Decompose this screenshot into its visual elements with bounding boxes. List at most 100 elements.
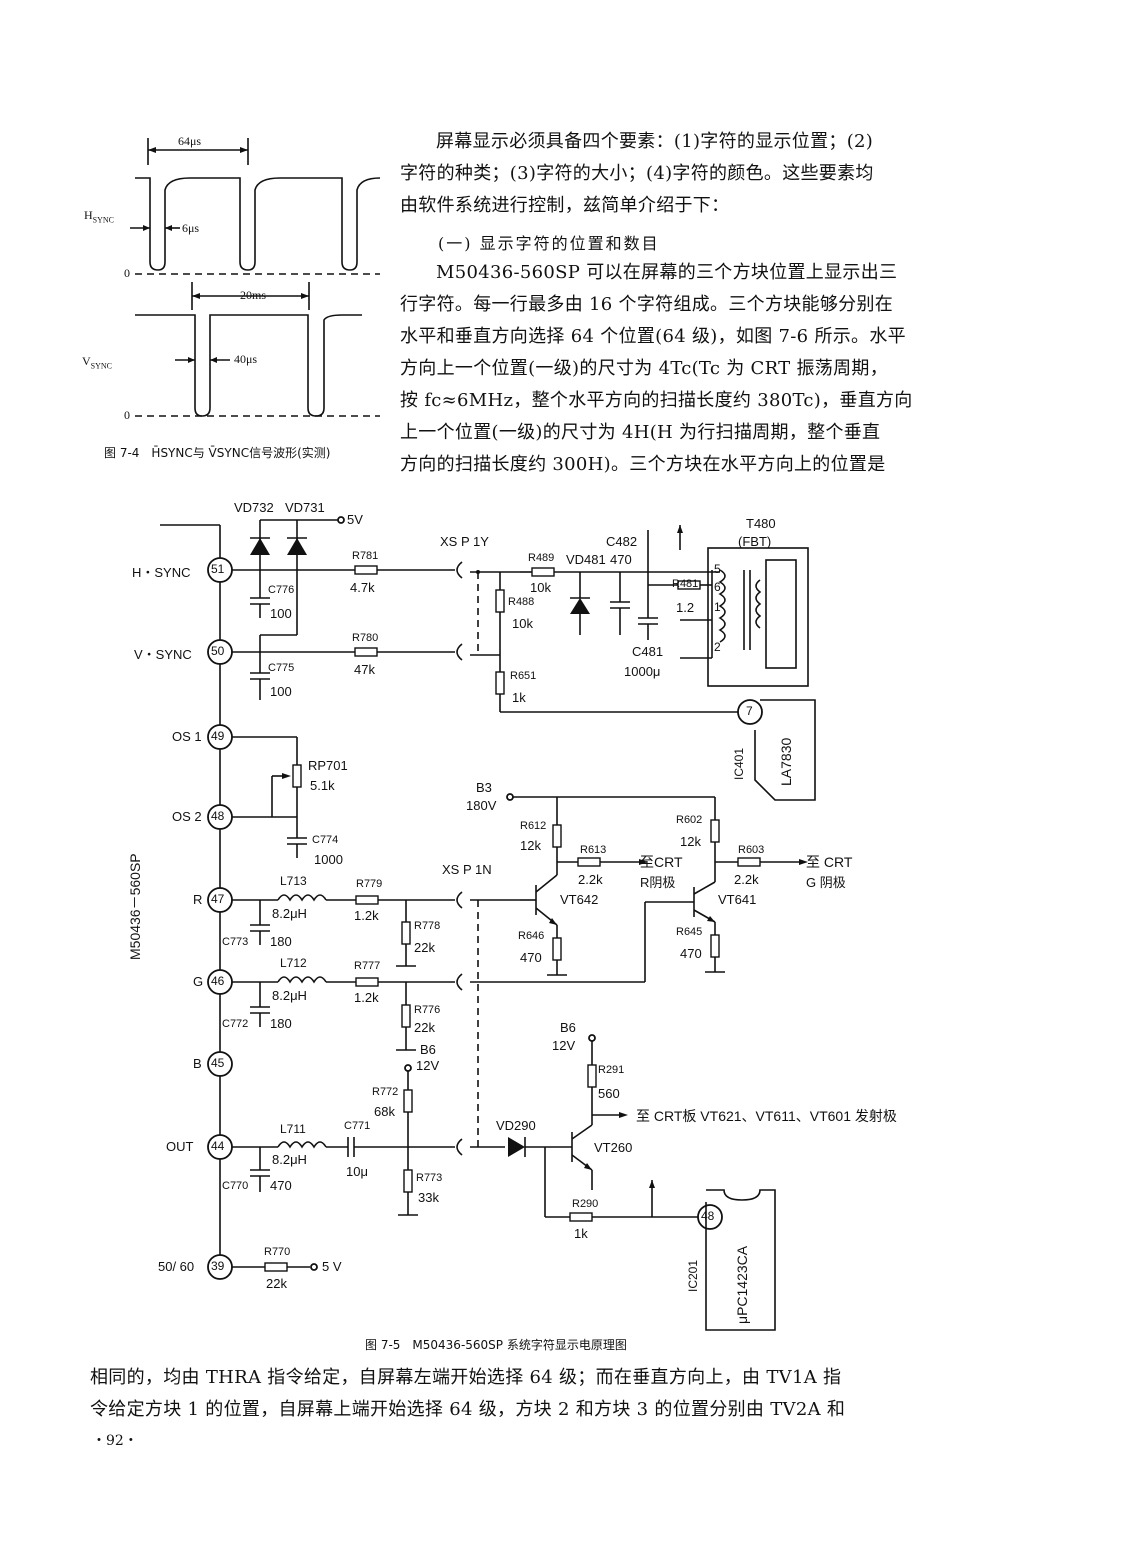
label-r779: R779: [356, 878, 383, 890]
para3-line: 相同的，均由 THRA 指令给定，自屏幕左端开始选择 64 级；而在垂直方向上，…: [90, 1367, 842, 1388]
label-r651: R651: [510, 670, 537, 682]
label-r777-value: 1.2k: [354, 990, 379, 1005]
fbt-pin-6: 6: [714, 580, 721, 594]
label-to-crt-g: 至 CRT: [806, 854, 853, 870]
period-h-label: 64μs: [178, 134, 202, 148]
para1-line: 屏幕显示必须具备四个要素：(1)字符的显示位置；(2): [436, 131, 874, 152]
label-r481-value: 1.2: [676, 600, 695, 615]
inductor-l713: [277, 894, 327, 902]
label-to-crt-r-cathode: R阴极: [640, 875, 676, 890]
para2-line: 方向的扫描长度约 300H)。三个方块在水平方向上的位置是: [400, 454, 886, 475]
label-l713-value: 8.2μH: [272, 906, 307, 921]
upc1423-pin-48: [697, 1204, 723, 1230]
label-vd481: VD481: [566, 552, 606, 567]
pin-label-r: R: [193, 892, 203, 907]
section-heading: (一) 显示字符的位置和数目: [438, 234, 660, 253]
label-r781-value: 4.7k: [350, 580, 375, 595]
label-r645: R645: [676, 926, 703, 938]
pin-number-44: 44: [211, 1139, 225, 1153]
label-r489-value: 10k: [530, 580, 551, 595]
label-rp701-value: 5.1k: [310, 778, 335, 793]
para1-line: 字符的种类；(3)字符的大小；(4)字符的颜色。这些要素均: [400, 163, 874, 184]
label-r770: R770: [264, 1246, 291, 1258]
label-5v-bottom: 5 V: [322, 1259, 342, 1274]
period-v-label: 20ms: [240, 288, 267, 302]
pulse-v-label: 40μs: [234, 352, 258, 366]
circuit-labels: H・SYNC 51 V・SYNC 50 OS 1 49 OS 2 48 R 47…: [0, 490, 1122, 1340]
ic-name-label: M50436－560SP: [127, 853, 143, 960]
label-c773: C773: [222, 936, 249, 948]
pin-number-50: 50: [211, 644, 225, 658]
label-c482: C482: [606, 534, 638, 549]
hsync-label: HSYNC: [84, 208, 115, 225]
paragraph-2: M50436-560SP 可以在屏幕的三个方块位置上显示出三 行字符。每一行最多…: [400, 257, 980, 481]
label-5v-top: 5V: [347, 512, 363, 527]
label-r291: R291: [598, 1064, 625, 1076]
label-r772: R772: [372, 1086, 399, 1098]
zero-v-label: 0: [124, 408, 130, 422]
label-rp701: RP701: [308, 758, 348, 773]
label-r646: R646: [518, 930, 545, 942]
label-vd731: VD731: [285, 500, 325, 515]
label-r613-value: 2.2k: [578, 872, 603, 887]
label-r779-value: 1.2k: [354, 908, 379, 923]
para2-line: M50436-560SP 可以在屏幕的三个方块位置上显示出三: [436, 262, 898, 283]
pin-label-h-sync: H・SYNC: [132, 565, 191, 580]
hsync-waveform: [135, 177, 381, 271]
figure-7-5-caption: 图 7-5 M50436-560SP 系统字符显示电原理图: [365, 1338, 627, 1352]
label-to-crt-r: 至CRT: [640, 854, 683, 870]
label-r603-value: 2.2k: [734, 872, 759, 887]
label-r291-value: 560: [598, 1086, 620, 1101]
diode-vd290: [508, 1137, 525, 1157]
label-r776-value: 22k: [414, 1020, 435, 1035]
para1-line: 由软件系统进行控制，兹简单介绍于下：: [400, 195, 730, 216]
label-vd732: VD732: [234, 500, 274, 515]
label-r645-value: 470: [680, 946, 702, 961]
label-r780: R780: [352, 632, 379, 644]
diode-vd731: [287, 538, 307, 555]
label-r488-value: 10k: [512, 616, 533, 631]
label-vt641: VT641: [718, 892, 757, 907]
label-c481: C481: [632, 644, 664, 659]
label-b6-b-voltage: 12V: [552, 1038, 576, 1053]
label-r778-value: 22k: [414, 940, 435, 955]
label-r773-value: 33k: [418, 1190, 439, 1205]
label-c775-value: 100: [270, 684, 292, 699]
label-r777: R777: [354, 960, 381, 972]
vsync-label: VSYNC: [82, 354, 113, 371]
para3-line: 令给定方块 1 的位置，自屏幕上端开始选择 64 级，方块 2 和方块 3 的位…: [90, 1399, 846, 1420]
fbt-pin-2: 2: [714, 640, 721, 654]
inductor-l711: [277, 1141, 327, 1149]
ic-upc1423ca: [705, 1189, 776, 1331]
label-c482-value: 470: [610, 552, 632, 567]
label-b3: B3: [476, 780, 492, 795]
label-c771-value: 10μ: [346, 1164, 368, 1179]
pin-label-os1: OS 1: [172, 729, 202, 744]
label-b6-a: B6: [420, 1042, 436, 1057]
label-r481: R481: [672, 578, 699, 590]
pin-number-51: 51: [211, 562, 225, 576]
diode-vd481: [570, 598, 590, 614]
fbt-pin-1: 1: [714, 600, 721, 614]
para2-line: 按 fc≈6MHz，整个水平方向的扫描长度约 380Tc)，垂直方向: [400, 390, 913, 411]
label-l711: L711: [280, 1122, 306, 1136]
label-r646-value: 470: [520, 950, 542, 965]
label-r612-value: 12k: [520, 838, 541, 853]
label-r488: R488: [508, 596, 535, 608]
label-ic401: IC401: [732, 747, 746, 780]
label-vt642: VT642: [560, 892, 599, 907]
label-ic201: IC201: [686, 1259, 700, 1292]
label-c774: C774: [312, 834, 339, 846]
para2-line: 上一个位置(一级)的尺寸为 4H(H 为行扫描周期，整个垂直: [400, 422, 881, 443]
label-upc-pin-48: 48: [701, 1209, 715, 1223]
label-r770-value: 22k: [266, 1276, 287, 1291]
paragraph-1: 屏幕显示必须具备四个要素：(1)字符的显示位置；(2) 字符的种类；(3)字符的…: [400, 126, 980, 222]
label-c776-value: 100: [270, 606, 292, 621]
pin-number-48: 48: [211, 809, 225, 823]
pin-number-47: 47: [211, 892, 225, 906]
resistor-r780: [354, 647, 378, 657]
waveform-figure: [130, 138, 381, 417]
label-c770-value: 470: [270, 1178, 292, 1193]
resistor-r781: [354, 565, 378, 575]
label-xs1y: XS P 1Y: [440, 534, 489, 549]
